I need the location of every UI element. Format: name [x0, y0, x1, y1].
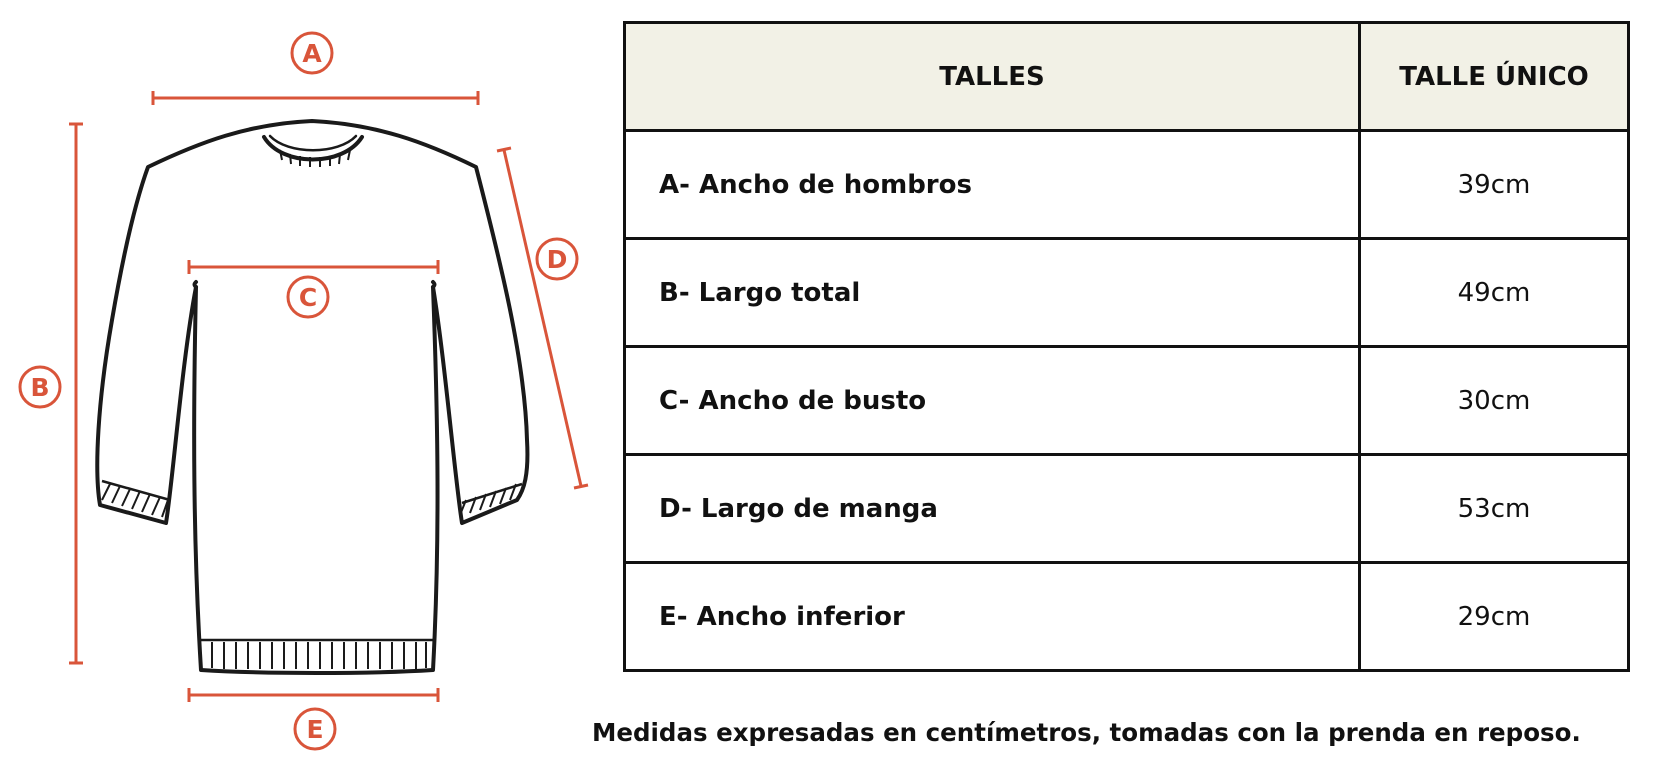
- row-label: B- Largo total: [623, 237, 1361, 348]
- sweater-outline: [95, 119, 530, 675]
- row-label: A- Ancho de hombros: [623, 129, 1361, 240]
- sweater-silhouette: [95, 119, 530, 675]
- label-e: E: [306, 715, 323, 744]
- measure-a: [151, 91, 480, 105]
- footnote: Medidas expresadas en centímetros, tomad…: [592, 718, 1581, 747]
- ribbing: [101, 149, 523, 669]
- label-d: D: [547, 245, 568, 274]
- row-label: C- Ancho de busto: [623, 345, 1361, 456]
- table-row: B- Largo total 49cm: [623, 237, 1630, 348]
- label-c: C: [299, 283, 317, 312]
- row-value: 49cm: [1358, 237, 1630, 348]
- row-value: 53cm: [1358, 453, 1630, 564]
- right-sleeve-seam: [431, 280, 437, 289]
- left-sleeve-seam: [192, 280, 198, 289]
- header-talles: TALLES: [623, 21, 1361, 132]
- table-row: C- Ancho de busto 30cm: [623, 345, 1630, 456]
- measure-d: [496, 146, 589, 490]
- label-a: A: [302, 39, 322, 68]
- measure-b: [69, 122, 83, 665]
- row-label: D- Largo de manga: [623, 453, 1361, 564]
- row-value: 30cm: [1358, 345, 1630, 456]
- measure-c: [187, 260, 440, 274]
- measure-e: [187, 688, 440, 702]
- label-b: B: [30, 373, 49, 402]
- label-c-circle: [286, 275, 330, 319]
- row-label: E- Ancho inferior: [623, 561, 1361, 672]
- sweater-collar-inner: [268, 134, 358, 152]
- label-d-circle: [535, 237, 579, 281]
- table-row: A- Ancho de hombros 39cm: [623, 129, 1630, 240]
- table-row: E- Ancho inferior 29cm: [623, 561, 1630, 672]
- label-e-circle: [293, 707, 337, 751]
- table-row: D- Largo de manga 53cm: [623, 453, 1630, 564]
- table-header-row: TALLES TALLE ÚNICO: [623, 21, 1630, 132]
- garment-diagram: A B C D E: [18, 31, 589, 751]
- label-a-circle: [290, 31, 334, 75]
- row-value: 39cm: [1358, 129, 1630, 240]
- sweater-collar: [262, 135, 364, 162]
- label-b-circle: [18, 365, 62, 409]
- row-value: 29cm: [1358, 561, 1630, 672]
- size-table: TALLES TALLE ÚNICO A- Ancho de hombros 3…: [623, 21, 1630, 672]
- header-talle-unico: TALLE ÚNICO: [1358, 21, 1630, 132]
